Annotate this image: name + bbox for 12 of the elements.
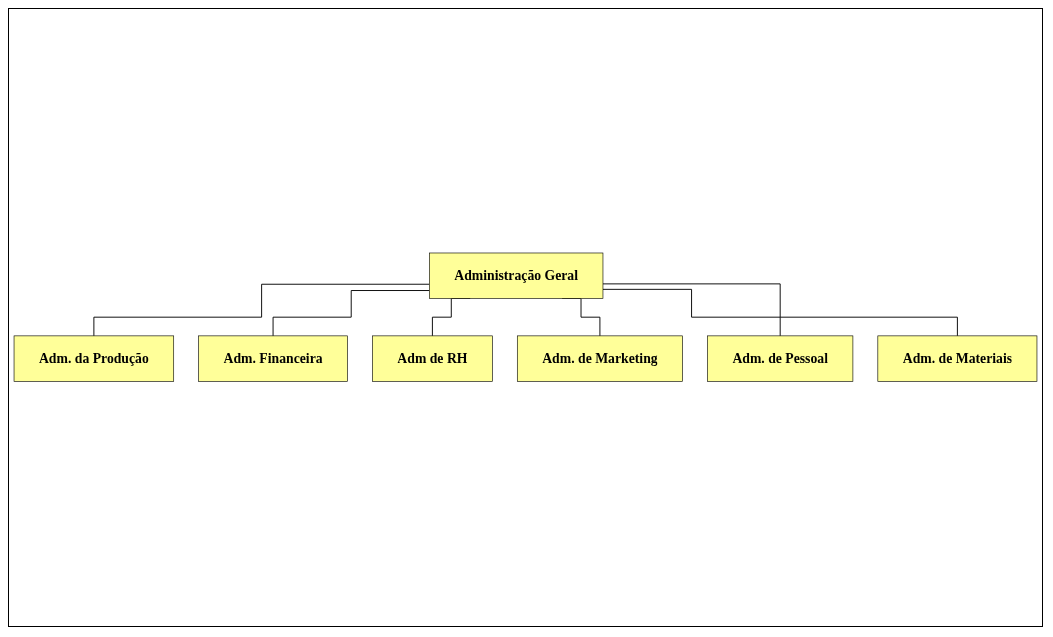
connector [93, 284, 430, 337]
connector [272, 290, 430, 337]
connector [602, 283, 958, 337]
node-box [877, 335, 1038, 382]
node-box [13, 335, 175, 382]
node-box [198, 335, 348, 382]
node-box [429, 253, 604, 300]
frame-border: Administração Geral Adm. da Produção Adm. Financeira Adm de RH Adm. de Marketing Adm. de Pessoal Adm. de Materiais [8, 8, 1043, 627]
node-box [517, 335, 683, 382]
node-box [707, 335, 854, 382]
node-box [372, 335, 493, 382]
connector [602, 289, 781, 337]
